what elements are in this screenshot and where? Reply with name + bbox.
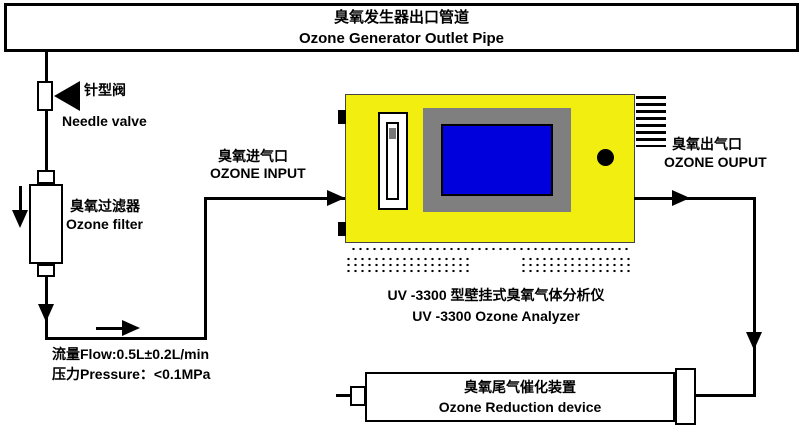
needle-valve-cone-icon — [54, 81, 80, 111]
analyzer-caption-en: UV -3300 Ozone Analyzer — [412, 308, 580, 324]
flow-arrow-line-bottom — [96, 327, 124, 330]
arrow-right-icon-output — [672, 190, 690, 206]
pressure-spec-label: 压力Pressure：<0.1MPa — [52, 366, 211, 382]
arrow-right-icon-input — [327, 190, 345, 206]
analyzer-power-button[interactable] — [597, 149, 614, 166]
ozone-input-label-en: OZONE INPUT — [210, 165, 306, 181]
ozone-filter-label-zh: 臭氧过滤器 — [70, 198, 140, 214]
arrow-right-icon-bottom — [122, 320, 140, 336]
needle-valve-body — [37, 81, 53, 111]
analyzer-connector-comb — [636, 96, 666, 147]
ozone-filter-top-cap — [37, 170, 55, 184]
ozone-filter-body — [29, 184, 63, 264]
analyzer-flowmeter-tube — [386, 122, 399, 200]
reduction-device-label-zh: 臭氧尾气催化装置 — [464, 379, 576, 395]
ozone-output-label-zh: 臭氧出气口 — [672, 136, 742, 152]
arrow-down-icon-filter — [12, 210, 28, 228]
arrow-down-icon-output — [746, 332, 762, 350]
generator-outlet-pipe-label-en: Ozone Generator Outlet Pipe — [298, 29, 505, 47]
pipe-segment-output — [634, 197, 756, 200]
arrow-down-icon-line — [38, 304, 54, 322]
analyzer-caption: UV -3300 型壁挂式臭氧气体分析仪 UV -3300 Ozone Anal… — [345, 285, 647, 327]
analyzer-mount-tab-bottom — [338, 222, 346, 236]
reduction-device-label-en: Ozone Reduction device — [438, 399, 602, 415]
needle-valve-label-zh: 针型阀 — [84, 82, 126, 98]
pipe-segment-to-device — [695, 394, 755, 397]
reduction-device-body: 臭氧尾气催化装置 Ozone Reduction device — [365, 372, 675, 422]
ozone-output-label-en: OZONE OUPUT — [664, 154, 767, 170]
pipe-segment-up — [204, 197, 207, 340]
needle-valve-label-en: Needle valve — [62, 113, 147, 129]
pipe-segment-valve — [45, 52, 48, 81]
analyzer-caption-zh: UV -3300 型壁挂式臭氧气体分析仪 — [387, 287, 605, 303]
pipe-segment-right-down — [753, 197, 756, 397]
flow-arrow-line-filter — [19, 186, 22, 214]
generator-outlet-pipe-label-zh: 臭氧发生器出口管道 — [333, 8, 469, 26]
reduction-device-left-cap — [350, 386, 366, 406]
analyzer-flowmeter-float — [389, 128, 396, 139]
generator-outlet-pipe: 臭氧发生器出口管道 Ozone Generator Outlet Pipe — [4, 3, 799, 52]
device-left-stub — [336, 394, 351, 397]
ozone-filter-label-en: Ozone filter — [66, 216, 144, 232]
analyzer-vent-grille-right — [520, 256, 632, 275]
ozone-input-label-zh: 臭氧进气口 — [218, 148, 288, 164]
analyzer-screen[interactable] — [441, 124, 553, 196]
analyzer-mount-tab-top — [338, 110, 346, 124]
flow-spec-label: 流量Flow:0.5L±0.2L/min — [52, 346, 210, 362]
analyzer-vent-grille-left — [345, 256, 473, 275]
pipe-segment-input — [204, 197, 346, 200]
analyzer-vent-row — [350, 246, 628, 254]
reduction-device-right-cap — [675, 368, 696, 425]
pipe-segment-filter — [45, 111, 48, 170]
pipe-segment-horizontal-left — [45, 337, 207, 340]
ozone-filter-bottom-cap — [37, 264, 55, 277]
